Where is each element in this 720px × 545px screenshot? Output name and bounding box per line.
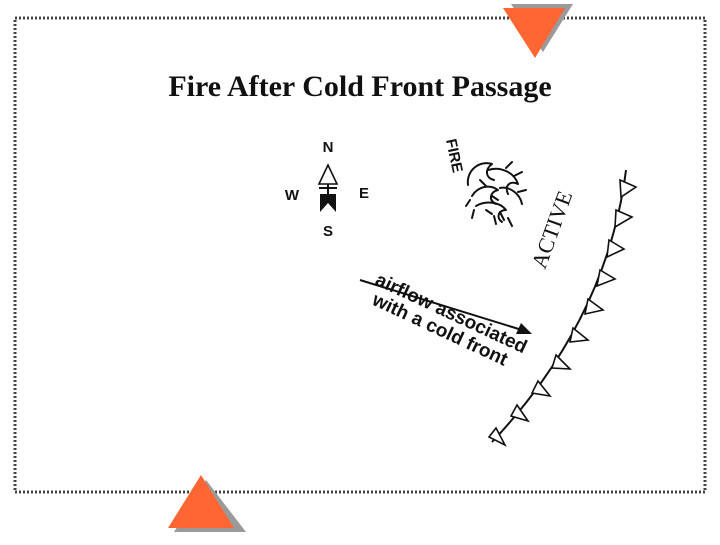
compass-south-label: S (323, 223, 333, 240)
fire-icon (465, 161, 527, 227)
compass-north-label: N (323, 139, 334, 156)
compass-arrow-south-icon (320, 194, 336, 212)
top-right-triangle-decoration (503, 4, 573, 58)
compass-arrow-north-icon (317, 163, 339, 185)
compass: N S W E (285, 139, 369, 240)
bottom-left-triangle-decoration (168, 475, 246, 532)
slide-border (13, 16, 707, 494)
airflow-arrow (359, 279, 532, 334)
compass-east-label: E (359, 185, 369, 202)
compass-west-label: W (285, 187, 300, 204)
fire-label: FIRE (442, 137, 466, 174)
cold-front (487, 169, 638, 447)
slide-title: Fire After Cold Front Passage (168, 70, 552, 103)
active-label: ACTIVE (526, 187, 577, 271)
cold-front-triangles (487, 178, 638, 447)
